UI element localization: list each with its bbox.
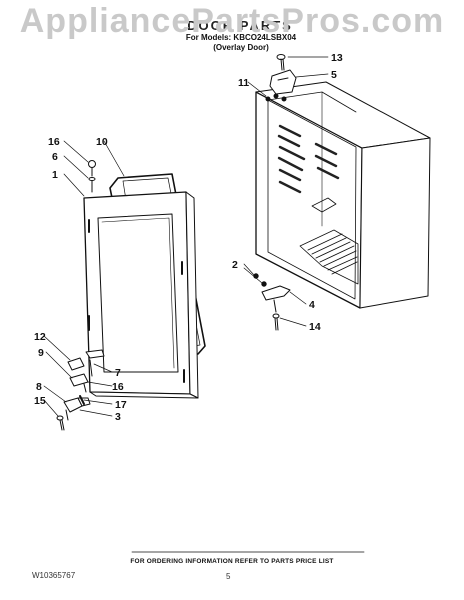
callout-12: 12 — [34, 331, 46, 343]
callout-2: 2 — [232, 259, 238, 271]
lower-hinge — [63, 397, 91, 421]
callout-13: 13 — [331, 52, 343, 64]
callout-15: 15 — [34, 395, 46, 407]
door-bottom-bracket — [85, 349, 105, 377]
callout-10: 10 — [96, 136, 108, 148]
cabinet-bottom-hinge — [253, 273, 291, 313]
models-line: For Models: KBCO24LSBX04 — [185, 33, 297, 42]
door-top-screw — [88, 160, 96, 193]
watermark-logo: AppliancePartsPros.com — [19, 2, 445, 40]
cabinet-body — [255, 81, 431, 309]
callout-17: 17 — [115, 399, 127, 411]
callout-6: 6 — [52, 151, 58, 163]
callout-5: 5 — [331, 69, 337, 81]
callout-16-bottom: 16 — [112, 381, 124, 393]
page-number: 5 — [226, 572, 231, 581]
callout-7: 7 — [115, 367, 121, 379]
top-screw — [276, 54, 286, 71]
lower-screw — [56, 415, 65, 431]
callout-4: 4 — [309, 299, 315, 311]
door-type-label: (Overlay Door) — [213, 43, 269, 52]
callout-3: 3 — [115, 411, 121, 423]
callout-16-top: 16 — [48, 136, 60, 148]
document-number: W10365767 — [32, 571, 76, 580]
door-cam — [69, 373, 89, 393]
callout-8: 8 — [36, 381, 42, 393]
callout-9: 9 — [38, 347, 44, 359]
cabinet-bottom-screw — [272, 313, 280, 331]
callout-11: 11 — [238, 77, 249, 89]
ordering-note: FOR ORDERING INFORMATION REFER TO PARTS … — [130, 558, 334, 565]
callout-14: 14 — [309, 321, 321, 333]
door-panel — [83, 191, 199, 399]
hinge-pin — [79, 395, 85, 405]
door-stop — [67, 357, 85, 371]
top-hinge — [265, 69, 297, 102]
callout-1: 1 — [52, 169, 58, 181]
page-title: DOOR PARTS — [187, 18, 293, 33]
